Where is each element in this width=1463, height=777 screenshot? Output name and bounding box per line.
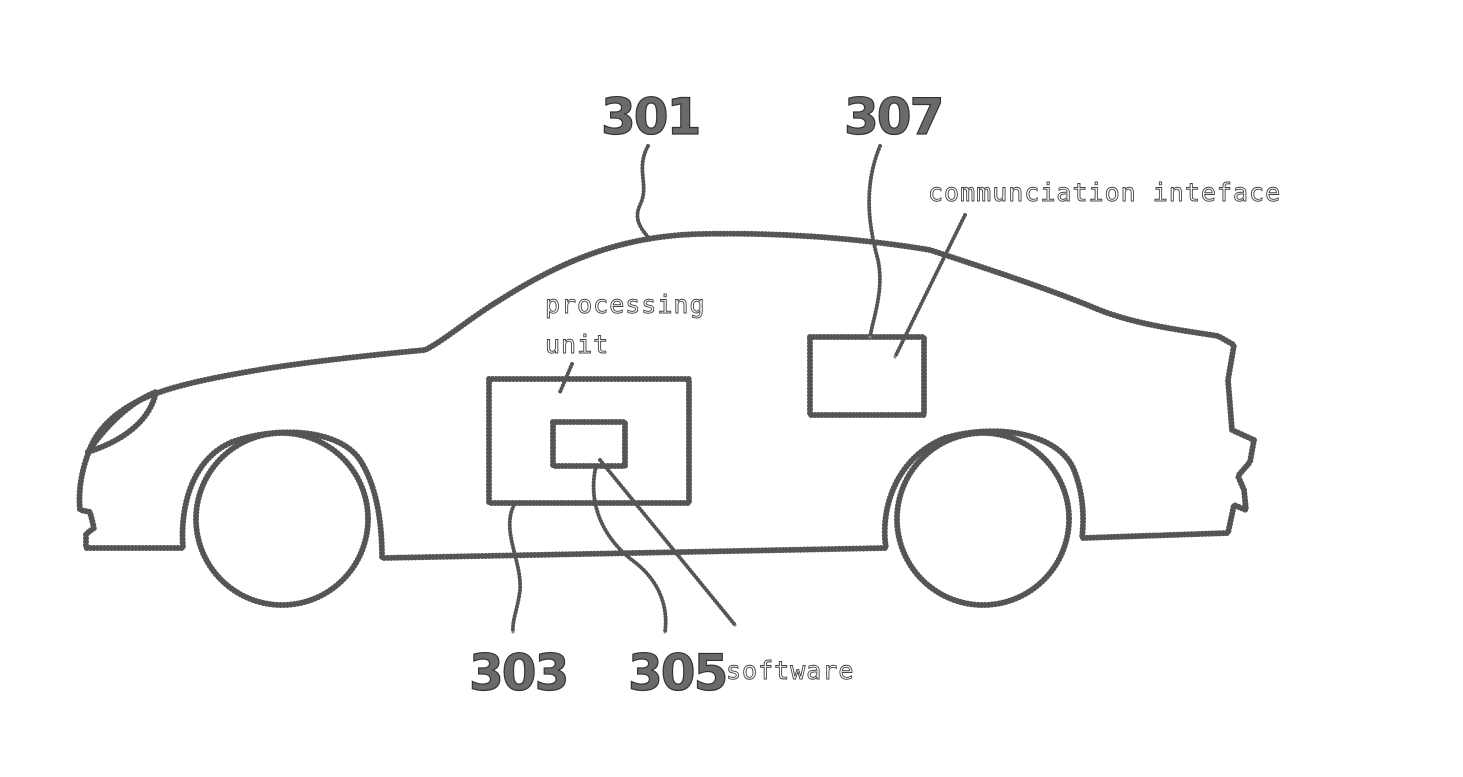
label-communication-interface: communciation inteface — [928, 178, 1281, 207]
car-body — [79, 234, 1254, 558]
label-software: software — [726, 656, 854, 685]
leader-303 — [510, 503, 520, 632]
ref-307: 307 — [844, 88, 942, 146]
headlight — [88, 392, 156, 452]
processing-unit-box — [489, 379, 689, 503]
software-box — [553, 422, 625, 466]
leader-software-label — [600, 460, 735, 625]
leader-305 — [594, 466, 666, 632]
rear-wheel — [897, 433, 1069, 605]
ref-303: 303 — [469, 644, 567, 702]
front-wheel — [196, 433, 368, 605]
leader-301 — [637, 146, 650, 240]
ref-305: 305 — [628, 644, 726, 702]
label-processing-line1: processing — [545, 290, 706, 319]
ref-301: 301 — [601, 88, 699, 146]
communication-interface-box — [810, 337, 924, 415]
label-processing-line2: unit — [545, 330, 609, 359]
leader-comm-label — [895, 215, 965, 357]
